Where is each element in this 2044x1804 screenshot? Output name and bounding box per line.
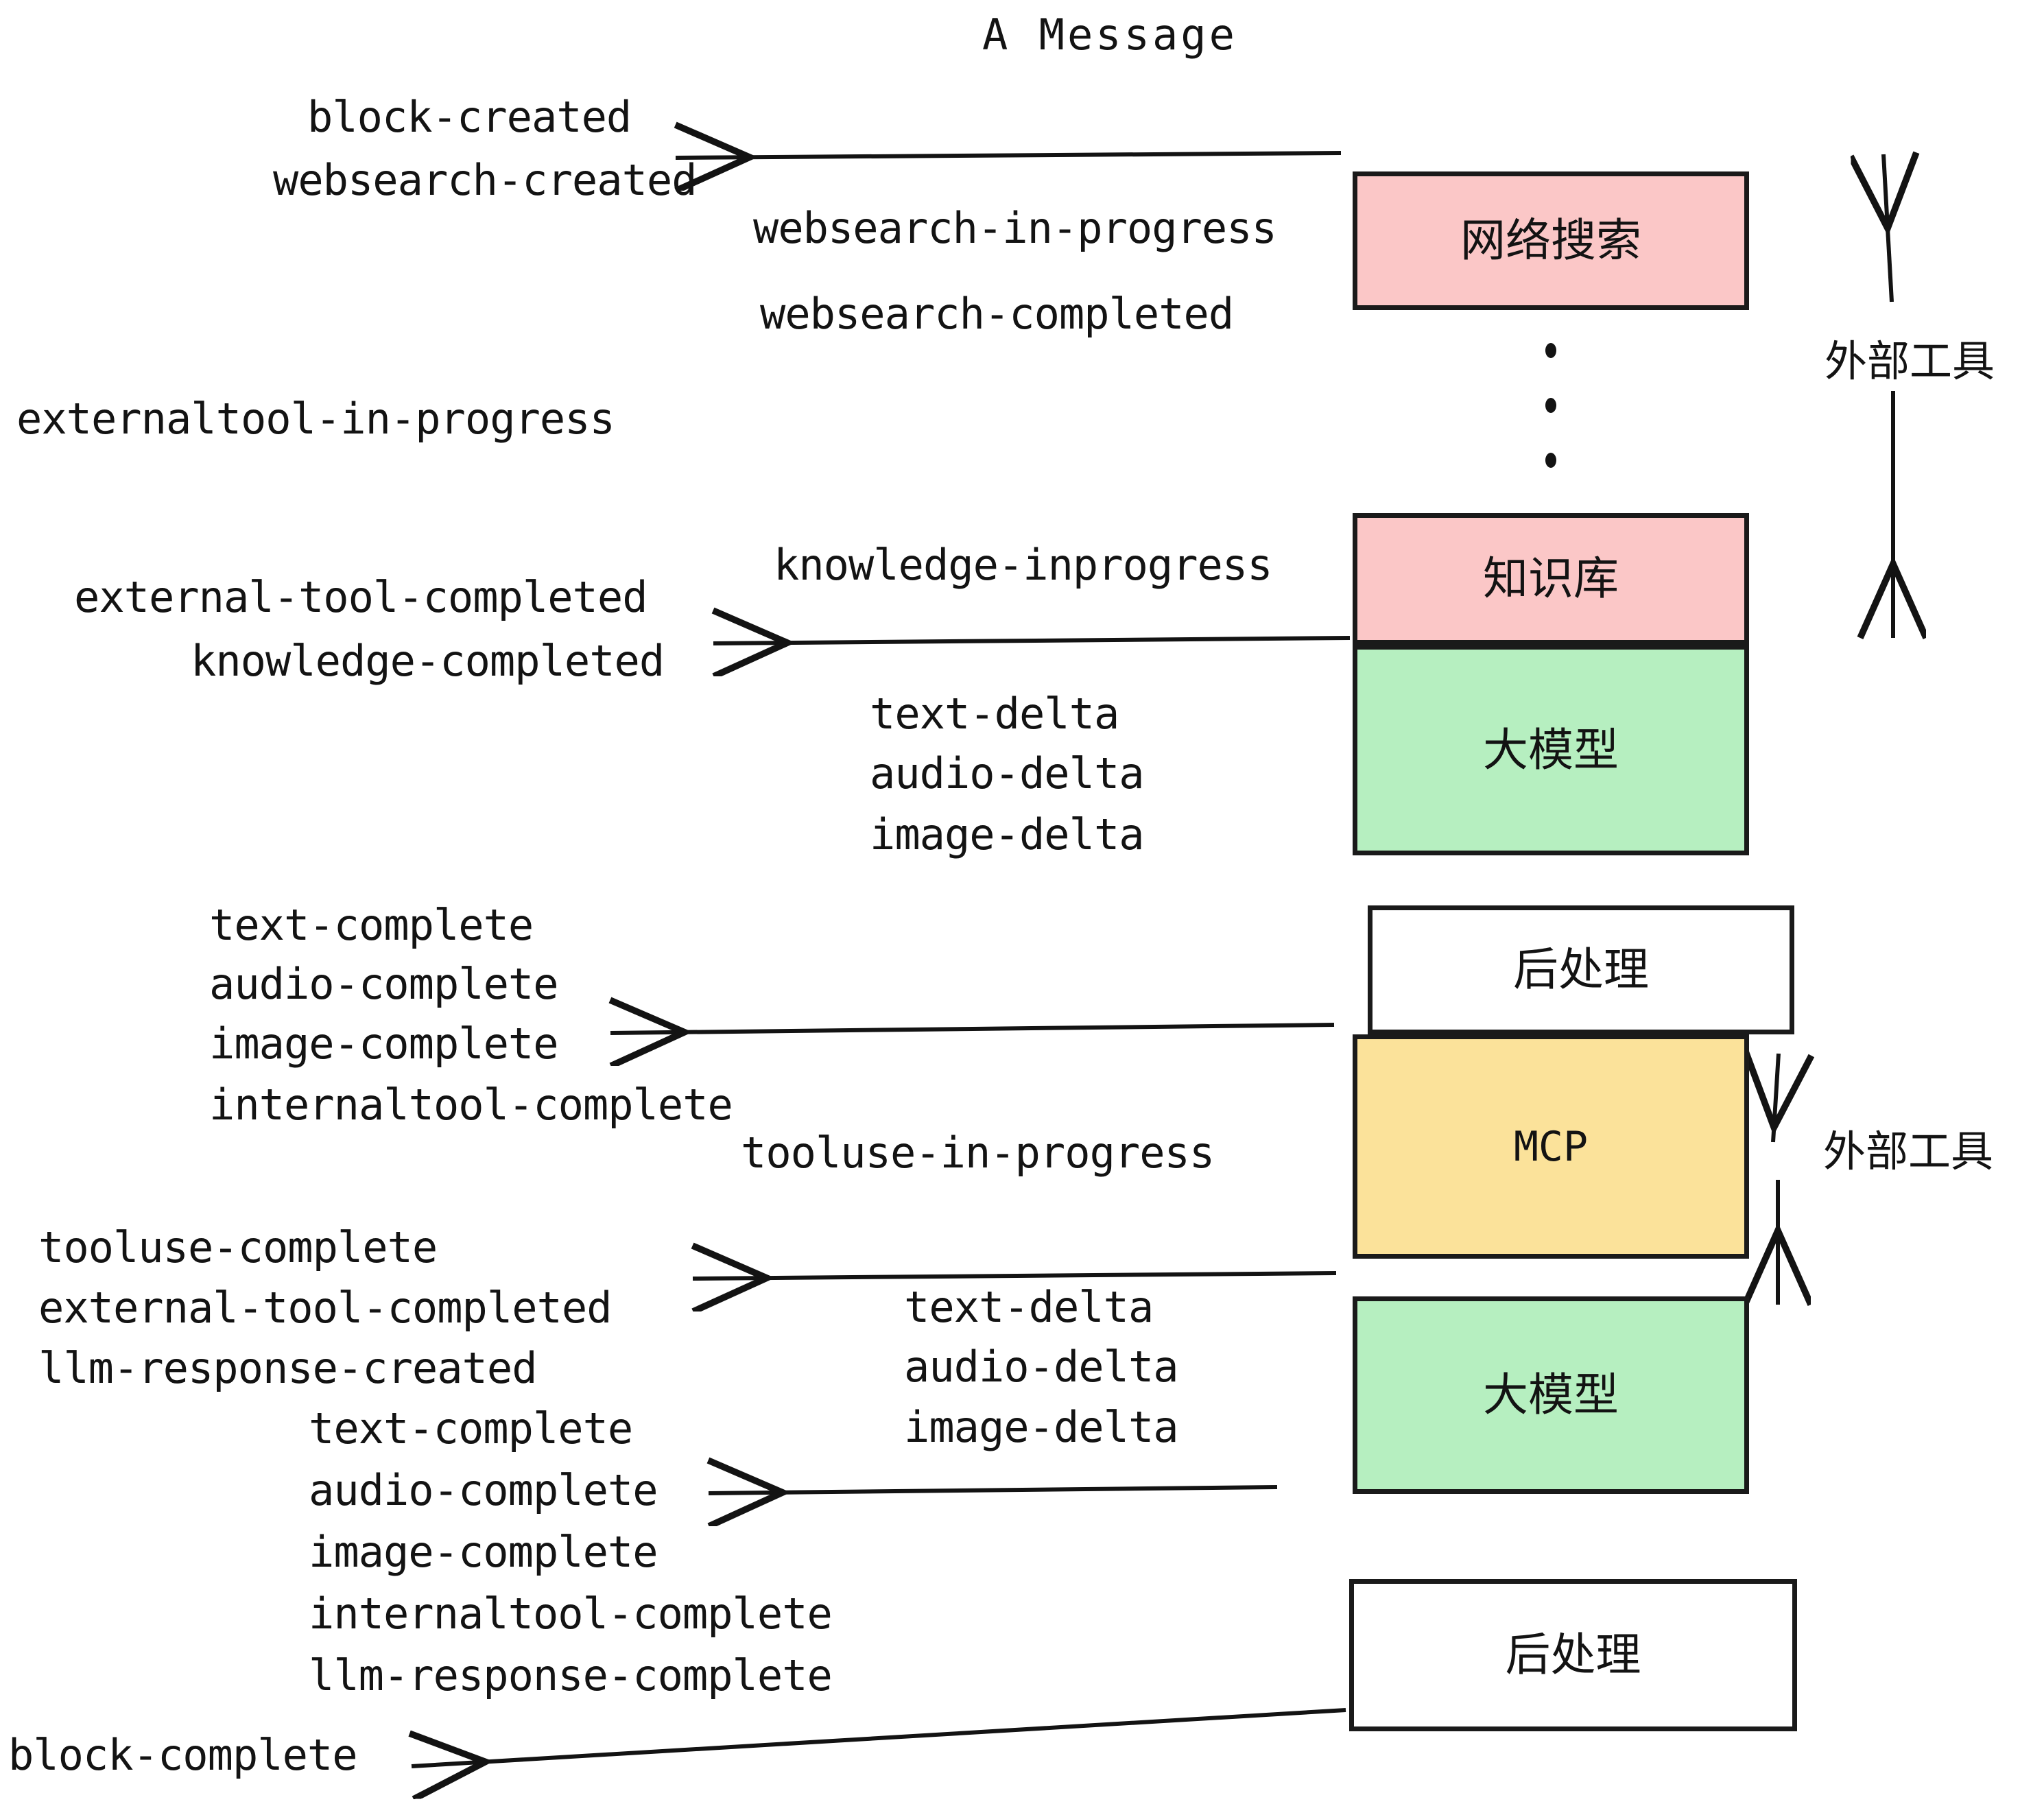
arrow-block-created: [676, 153, 1342, 158]
event-label-image-delta-2: image-delta: [904, 1402, 1179, 1452]
event-label-tooluse-in-progress: tooluse-in-progress: [741, 1128, 1215, 1178]
box-label: 知识库: [1483, 552, 1619, 605]
event-label-knowledge-completed: knowledge-completed: [191, 636, 665, 686]
arrow-block-complete: [412, 1708, 1346, 1766]
event-label-internaltool-complete-2: internaltool-complete: [309, 1589, 833, 1639]
event-label-text-delta-2: text-delta: [904, 1282, 1154, 1332]
box-label: 后处理: [1513, 943, 1649, 996]
event-label-block-created: block-created: [307, 92, 632, 142]
box-postprocess-2: 后处理: [1349, 1579, 1797, 1731]
side-label-external-tools-top: 外部工具: [1825, 336, 1995, 386]
box-label: 后处理: [1505, 1628, 1641, 1681]
box-llm-2: 大模型: [1353, 1296, 1749, 1494]
event-label-image-complete-1: image-complete: [209, 1019, 559, 1069]
event-label-audio-complete-1: audio-complete: [209, 959, 559, 1009]
box-websearch: 网络搜索: [1353, 171, 1749, 310]
box-postprocess-1: 后处理: [1368, 905, 1794, 1034]
event-label-internaltool-complete-1: internaltool-complete: [209, 1080, 733, 1130]
box-label: 大模型: [1483, 723, 1619, 776]
event-label-externaltool-in-progress: externaltool-in-progress: [16, 394, 615, 444]
event-label-text-complete-1: text-complete: [209, 900, 534, 950]
event-label-llm-response-created: llm-response-created: [38, 1343, 538, 1393]
event-label-text-complete-2: text-complete: [309, 1403, 633, 1453]
box-knowledge: 知识库: [1353, 513, 1749, 645]
event-label-external-tool-completed-1: external-tool-completed: [74, 572, 648, 622]
event-label-image-delta-1: image-delta: [870, 809, 1145, 859]
arrow-audio-complete: [709, 1487, 1278, 1493]
box-label: MCP: [1513, 1122, 1589, 1171]
event-label-audio-complete-2: audio-complete: [309, 1465, 658, 1515]
box-llm-1: 大模型: [1353, 645, 1749, 855]
arrow-image-complete: [610, 1025, 1335, 1033]
event-label-websearch-completed: websearch-completed: [760, 289, 1234, 339]
span-external-tools-top-up: [1883, 154, 1892, 302]
arrow-tooluse-complete: [693, 1273, 1337, 1279]
event-label-llm-response-complete: llm-response-complete: [309, 1650, 833, 1700]
side-label-external-tools-bottom: 外部工具: [1823, 1126, 1994, 1176]
event-label-text-delta-1: text-delta: [870, 689, 1119, 739]
event-label-block-complete: block-complete: [8, 1730, 358, 1780]
event-label-websearch-created: websearch-created: [273, 155, 698, 205]
span-external-tools-bottom-up: [1773, 1054, 1779, 1143]
event-label-image-complete-2: image-complete: [309, 1527, 658, 1577]
event-label-tooluse-complete: tooluse-complete: [38, 1222, 438, 1272]
diagram-title: A Message: [982, 10, 1237, 60]
box-mcp: MCP: [1353, 1034, 1749, 1259]
box-label: 网络搜索: [1460, 214, 1641, 267]
event-label-external-tool-completed-2: external-tool-completed: [38, 1283, 613, 1333]
box-label: 大模型: [1483, 1368, 1619, 1421]
event-label-websearch-in-progress: websearch-in-progress: [753, 203, 1277, 253]
event-label-knowledge-inprogress: knowledge-inprogress: [774, 540, 1273, 590]
vertical-ellipsis: [1545, 343, 1556, 468]
event-label-audio-delta-2: audio-delta: [904, 1342, 1179, 1392]
event-label-audio-delta-1: audio-delta: [870, 748, 1145, 798]
arrow-knowledge-complete: [713, 638, 1351, 643]
